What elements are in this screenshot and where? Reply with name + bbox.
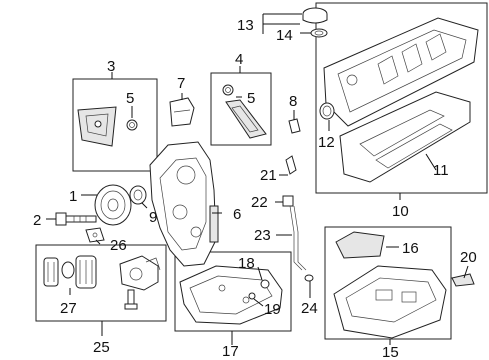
part-16-baffle [335, 231, 385, 259]
callout-8: 8 [289, 93, 297, 110]
callout-26: 26 [110, 237, 127, 254]
callout-6: 6 [233, 206, 241, 223]
part-18-drain-plug [260, 279, 270, 289]
callout-22: 22 [251, 194, 268, 211]
part-23-dipstick-tube [289, 205, 307, 271]
part-2-bolt [55, 212, 97, 226]
part-25-filter-housing [119, 255, 161, 310]
callout-16: 16 [402, 240, 419, 257]
callout-12: 12 [318, 134, 335, 151]
callout-1: 1 [69, 188, 77, 205]
part-27-oil-filter [43, 255, 97, 289]
part-15-upper-oil-pan [333, 265, 447, 339]
box-3 [72, 78, 158, 172]
part-17-oil-pan [179, 265, 283, 325]
part-5-seal-b [222, 84, 234, 96]
part-5-seal-a [126, 119, 138, 131]
part-9-seal [129, 185, 147, 205]
callout-4: 4 [235, 51, 243, 68]
box-25 [35, 244, 167, 322]
callout-18: 18 [238, 255, 255, 272]
box-15 [324, 226, 452, 340]
part-11-engine-cover [339, 91, 471, 183]
callout-11: 11 [433, 162, 449, 179]
callout-9: 9 [149, 209, 157, 226]
box-17 [174, 251, 292, 332]
part-20-bracket [451, 273, 475, 287]
callout-20: 20 [460, 249, 477, 266]
callout-14: 14 [276, 27, 293, 44]
part-22-clip [282, 195, 294, 207]
callout-17: 17 [222, 343, 239, 360]
part-13-filler-cap [302, 7, 328, 24]
part-24-o-ring [304, 274, 314, 282]
callout-13: 13 [237, 17, 254, 34]
callout-25: 25 [93, 339, 110, 356]
part-14-cap-seal [310, 28, 328, 38]
callout-5b: 5 [247, 90, 255, 107]
callout-19: 19 [264, 301, 281, 318]
callout-2: 2 [33, 212, 41, 229]
callout-5a: 5 [126, 90, 134, 107]
part-12-seal [319, 102, 335, 120]
box-4 [210, 72, 272, 146]
part-3-gasket [77, 106, 117, 147]
box-10 [315, 2, 488, 194]
callout-23: 23 [254, 227, 271, 244]
callout-15: 15 [382, 344, 399, 360]
callout-3: 3 [107, 58, 115, 75]
part-1-pulley [94, 184, 132, 226]
part-21-dipstick-handle [285, 155, 297, 175]
callout-10: 10 [392, 203, 409, 220]
part-8-plug [288, 118, 301, 134]
callout-21: 21 [260, 167, 277, 184]
part-26-bracket [85, 227, 105, 243]
part-6-timing-cover [149, 141, 219, 267]
leader-lines [46, 13, 469, 345]
callout-24: 24 [301, 300, 318, 317]
part-7-cap [169, 97, 195, 127]
callout-7: 7 [177, 75, 185, 92]
part-4-gasket [225, 99, 267, 139]
part-19-washer [248, 292, 256, 300]
callout-27: 27 [60, 300, 77, 317]
